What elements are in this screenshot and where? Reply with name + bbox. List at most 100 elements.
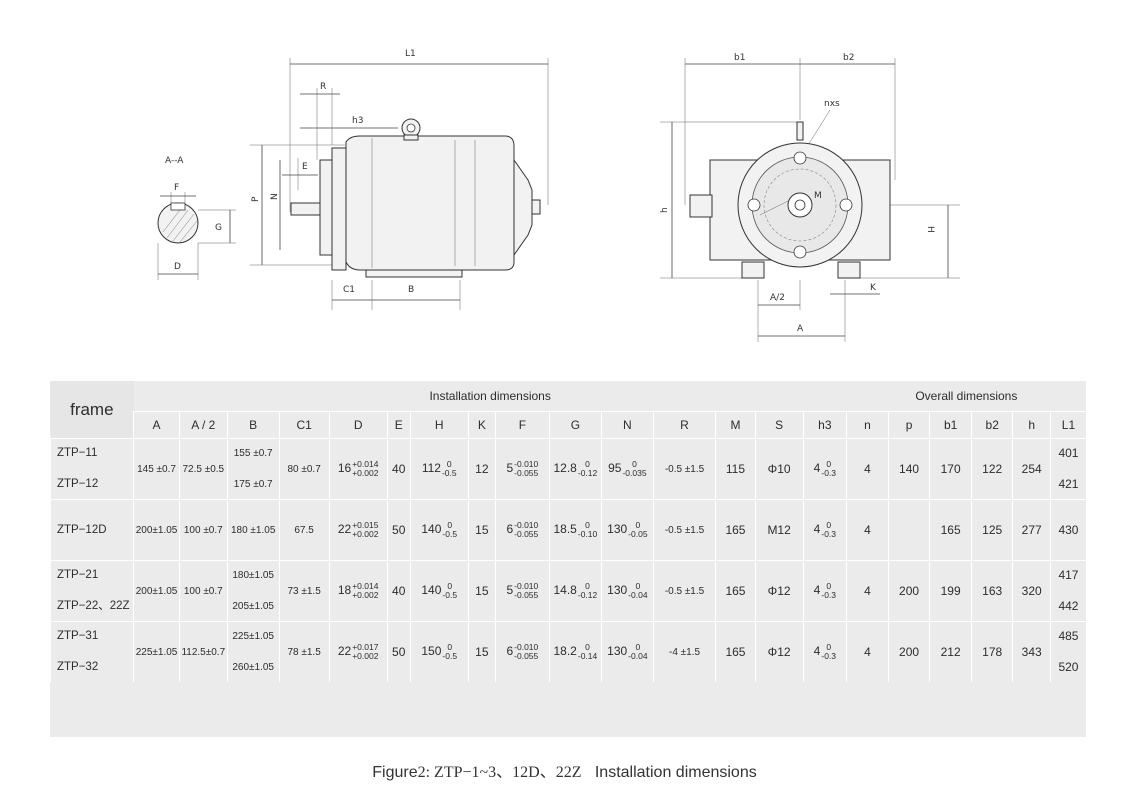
cell-s: M12: [754, 499, 804, 561]
cell-m: 115: [715, 438, 756, 500]
cell-n: 4: [846, 560, 889, 622]
label-g: G: [215, 223, 222, 233]
column-header: F: [494, 411, 550, 439]
label-l1: L1: [405, 49, 416, 59]
label-r: R: [320, 82, 326, 92]
cell-b1: 199: [929, 560, 972, 622]
cell-f: 5-0.010-0.055: [494, 560, 550, 622]
cell-a2: 100 ±0.7: [178, 560, 228, 622]
cell-a: 145 ±0.7: [133, 438, 180, 500]
motor-drawing: A--A F D G L1 R h3 E P N: [157, 49, 960, 342]
cell-r: -0.5 ±1.5: [652, 499, 716, 561]
cell-b1: 212: [929, 621, 972, 682]
cell-a: 200±1.05: [133, 560, 180, 622]
cell-p: 200: [887, 621, 930, 682]
cell-p: [887, 499, 930, 561]
column-header: K: [467, 411, 496, 439]
column-header: H: [409, 411, 469, 439]
column-header: N: [600, 411, 654, 439]
column-header: D: [328, 411, 388, 439]
label-a: A: [797, 324, 804, 334]
cell-d: 22+0.017+0.002: [328, 621, 388, 682]
installation-dimensions-header: Installation dimensions: [429, 388, 551, 403]
label-section-aa: A--A: [165, 156, 184, 166]
cell-c1: 78 ±1.5: [278, 621, 330, 682]
cell-m: 165: [715, 499, 756, 561]
cell-k: 15: [467, 499, 496, 561]
column-header: L1: [1049, 411, 1086, 439]
dimensions-table-panel: frame Installation dimensions Overall di…: [49, 381, 1087, 737]
cell-n: 4: [846, 438, 889, 500]
label-e: E: [302, 162, 308, 172]
cell-e: 40: [386, 438, 411, 500]
motor-side-view: L1 R h3 E P N: [250, 49, 549, 310]
label-h: h: [660, 207, 670, 213]
cell-r: -0.5 ±1.5: [652, 438, 716, 500]
label-c1: C1: [343, 285, 355, 295]
cell-m: 165: [715, 560, 756, 622]
cell-a2: 72.5 ±0.5: [178, 438, 228, 500]
cell-e: 50: [386, 499, 411, 561]
cell-b2: 125: [970, 499, 1013, 561]
column-header: C1: [278, 411, 330, 439]
column-header: A: [133, 411, 180, 439]
label-n: N: [270, 193, 280, 200]
cell-a: 200±1.05: [133, 499, 180, 561]
label-cap-h: H: [925, 226, 935, 233]
cell-c1: 73 ±1.5: [278, 560, 330, 622]
cell-d: 16+0.014+0.002: [328, 438, 388, 500]
column-header: A / 2: [178, 411, 228, 439]
cell-a: 225±1.05: [133, 621, 180, 682]
cell-r: -0.5 ±1.5: [652, 560, 716, 622]
cell-s: Φ10: [754, 438, 804, 500]
label-b2: b2: [843, 53, 854, 63]
cell-f: 6-0.010-0.055: [494, 621, 550, 682]
column-header: b1: [929, 411, 972, 439]
cell-h: 254: [1012, 438, 1051, 500]
column-header: b2: [970, 411, 1013, 439]
column-header: n: [846, 411, 889, 439]
label-p: P: [251, 196, 261, 202]
cell-c1: 67.5: [278, 499, 330, 561]
label-nxs: nxs: [824, 99, 840, 109]
cell-p: 140: [887, 438, 930, 500]
cell-h: 320: [1012, 560, 1051, 622]
cell-c1: 80 ±0.7: [278, 438, 330, 500]
cell-s: Φ12: [754, 560, 804, 622]
column-header: G: [548, 411, 602, 439]
header-group-row: frame Installation dimensions Overall di…: [50, 381, 1087, 439]
cell-k: 12: [467, 438, 496, 500]
label-h3: h3: [352, 116, 363, 126]
label-a2: A/2: [770, 293, 785, 303]
cell-k: 15: [467, 560, 496, 622]
column-header: h3: [802, 411, 847, 439]
cell-s: Φ12: [754, 621, 804, 682]
label-d: D: [174, 262, 181, 272]
cell-l1: 430: [1049, 499, 1086, 561]
cell-m: 165: [715, 621, 756, 682]
cell-r: -4 ±1.5: [652, 621, 716, 682]
cell-n: 4: [846, 621, 889, 682]
cell-h: 343: [1012, 621, 1051, 682]
column-header: B: [226, 411, 280, 439]
caption-model-list: 2: ZTP−1~3、12D、22Z: [417, 764, 582, 781]
caption-prefix: Figure: [372, 764, 418, 781]
